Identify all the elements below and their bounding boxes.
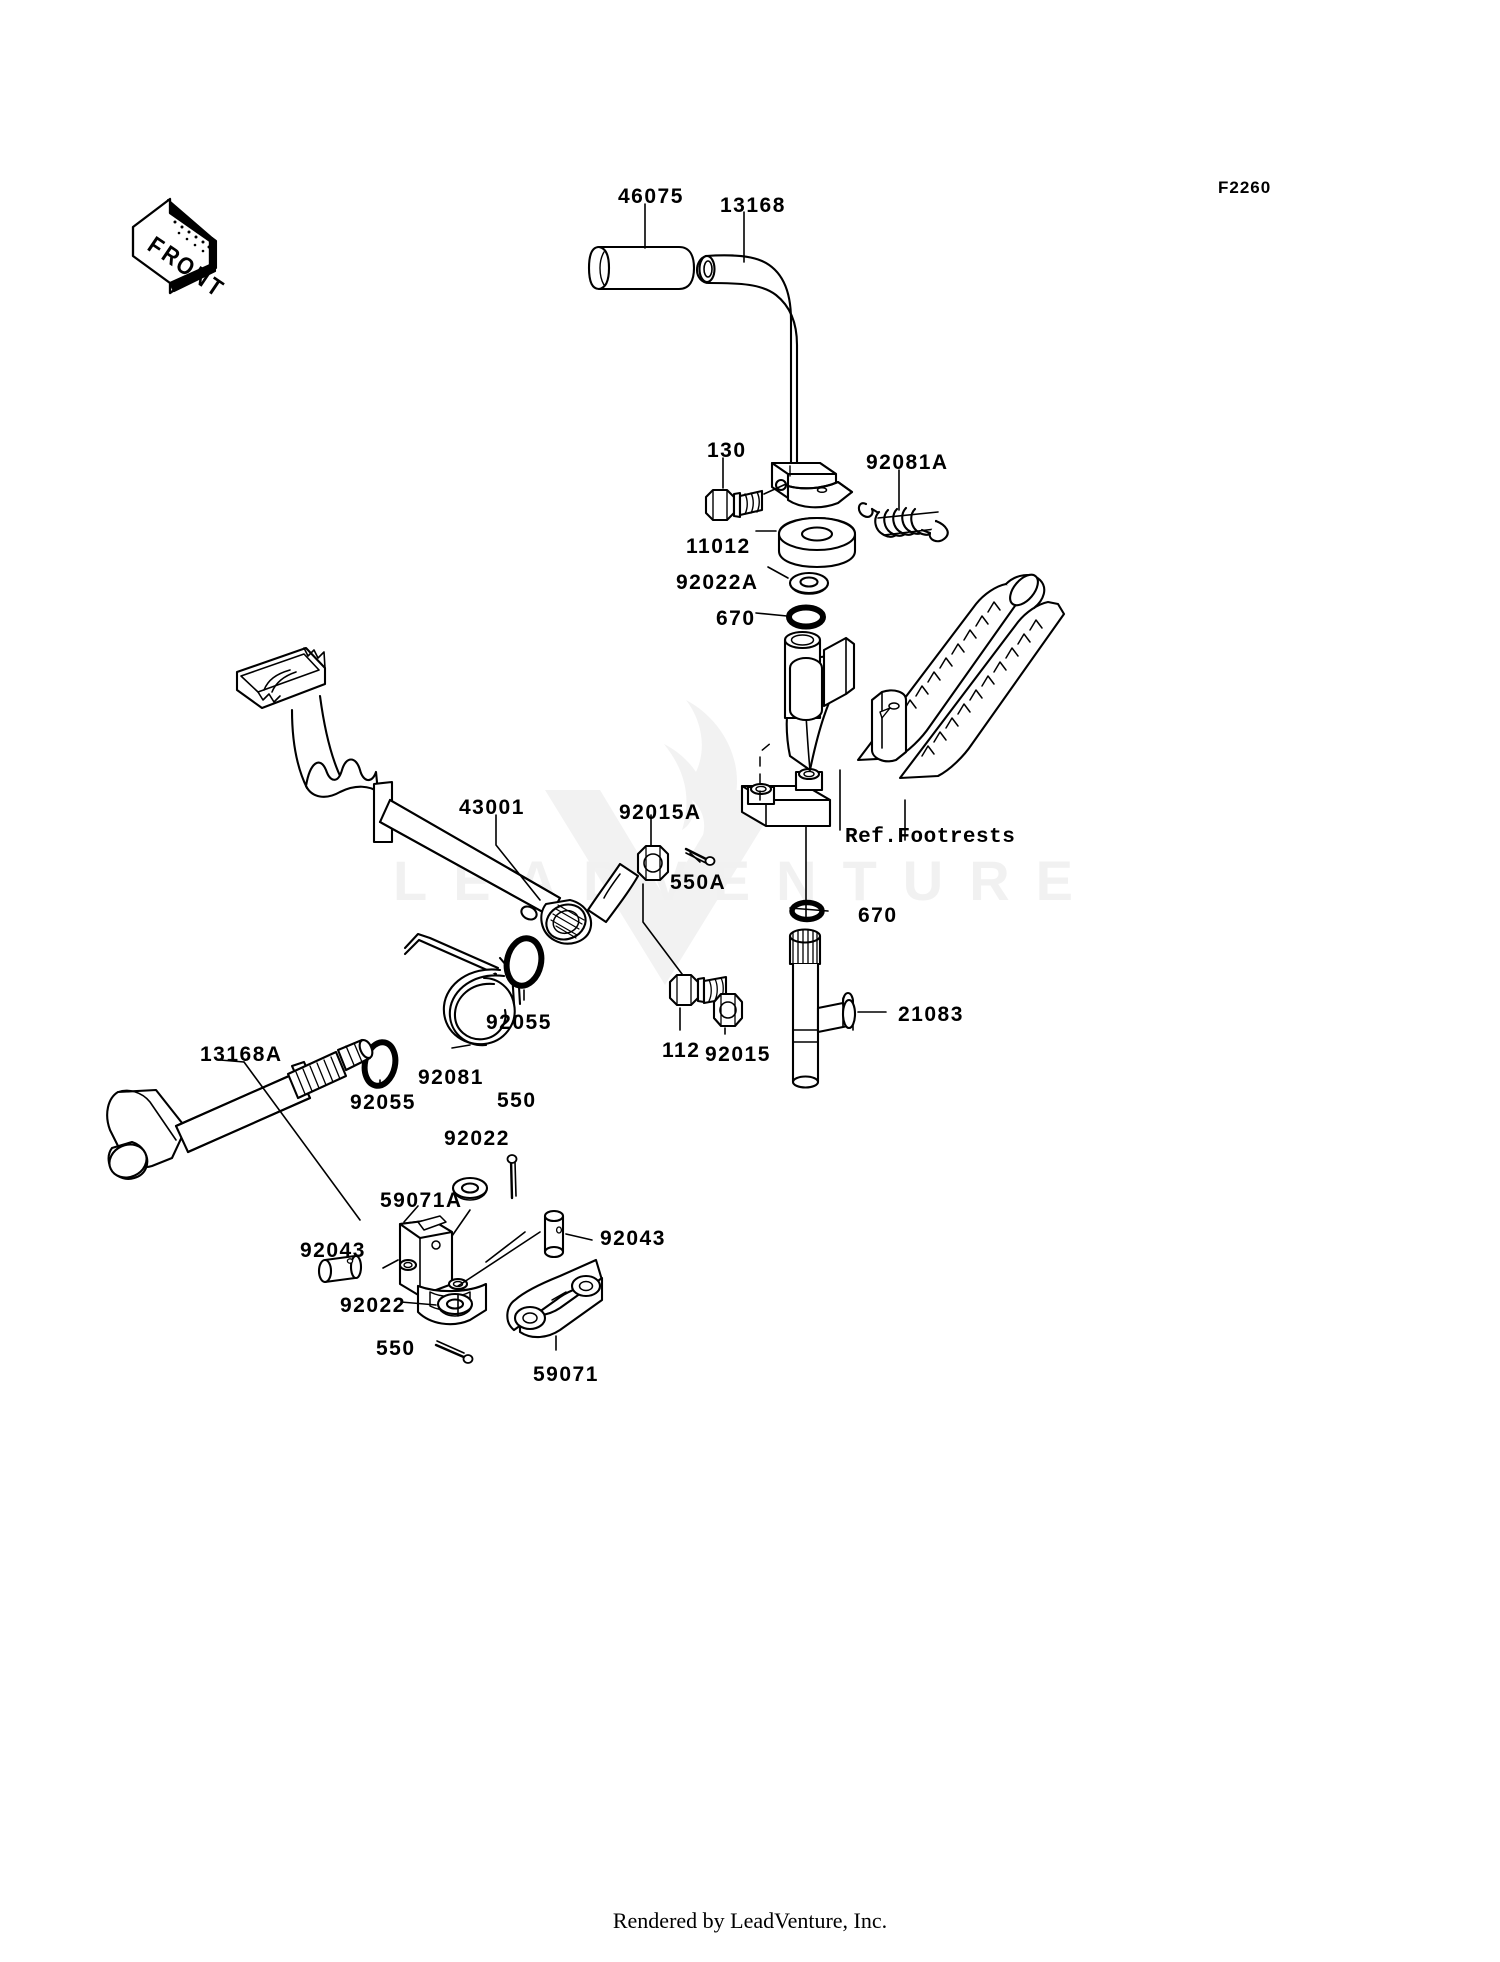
part-92043-pin-left xyxy=(317,1254,363,1284)
part-number-550a: 550A xyxy=(670,871,727,894)
part-number-ref-footrests: Ref.Footrests xyxy=(845,826,1016,849)
part-92022-washer-upper xyxy=(451,1176,489,1201)
part-number-43001: 43001 xyxy=(459,796,525,819)
part-number-130: 130 xyxy=(707,439,747,462)
part-92015A-nut xyxy=(636,844,670,882)
diagram-code: F2260 xyxy=(1218,178,1272,197)
part-number-59071: 59071 xyxy=(533,1363,599,1386)
part-number-550: 550 xyxy=(497,1089,537,1112)
part-number-11012: 11012 xyxy=(686,535,751,558)
part-11012-spacer xyxy=(777,516,857,569)
part-670-oring-top xyxy=(786,604,826,630)
part-number-670: 670 xyxy=(716,607,756,630)
part-43001-brake-pedal xyxy=(235,646,640,945)
part-number-670: 670 xyxy=(858,904,898,927)
part-46075-grip xyxy=(587,245,696,291)
part-number-59071a: 59071A xyxy=(380,1189,463,1212)
part-number-92015a: 92015A xyxy=(619,801,702,824)
part-number-92022: 92022 xyxy=(340,1294,406,1317)
part-number-92015: 92015 xyxy=(705,1043,771,1066)
part-92043-pin-right xyxy=(543,1209,565,1259)
part-number-13168: 13168 xyxy=(720,194,786,217)
part-92022A-washer xyxy=(788,571,830,595)
part-number-92055: 92055 xyxy=(350,1091,416,1114)
part-number-46075: 46075 xyxy=(618,185,684,208)
part-13168-lever-rod xyxy=(695,254,854,509)
part-number-92022: 92022 xyxy=(444,1127,510,1150)
part-670-oring-bottom xyxy=(789,899,825,923)
part-92055-oring-right xyxy=(503,935,545,989)
part-21083-shaft xyxy=(788,928,887,1089)
part-59071A-bracket xyxy=(398,1215,488,1326)
part-number-92043: 92043 xyxy=(300,1239,366,1262)
part-number-92022a: 92022A xyxy=(676,571,759,594)
part-13168A-shaft xyxy=(106,1038,374,1180)
part-number-92055: 92055 xyxy=(486,1011,552,1034)
part-number-92081a: 92081A xyxy=(866,451,949,474)
part-number-112: 112 xyxy=(662,1039,701,1062)
part-130-bolt xyxy=(704,483,787,522)
part-92081-torsion-spring xyxy=(403,932,522,1047)
front-arrow-graphic: F R O N T xyxy=(131,197,229,302)
footer-credit: Rendered by LeadVenture, Inc. xyxy=(612,1908,888,1933)
part-number-21083: 21083 xyxy=(898,1003,964,1026)
part-92081A-extension-spring xyxy=(857,502,949,543)
footrest-assembly-graphic xyxy=(740,573,1066,921)
part-59071-link xyxy=(506,1258,604,1339)
part-number-92081: 92081 xyxy=(418,1066,484,1089)
part-number-13168a: 13168A xyxy=(200,1043,283,1066)
part-92015-nut xyxy=(712,992,744,1028)
part-number-92043: 92043 xyxy=(600,1227,666,1250)
part-550-cotter-pin-upper xyxy=(506,1154,518,1200)
part-550-cotter-pin-lower xyxy=(434,1340,474,1364)
part-number-550: 550 xyxy=(376,1337,416,1360)
part-92022-washer-lower xyxy=(436,1292,474,1317)
